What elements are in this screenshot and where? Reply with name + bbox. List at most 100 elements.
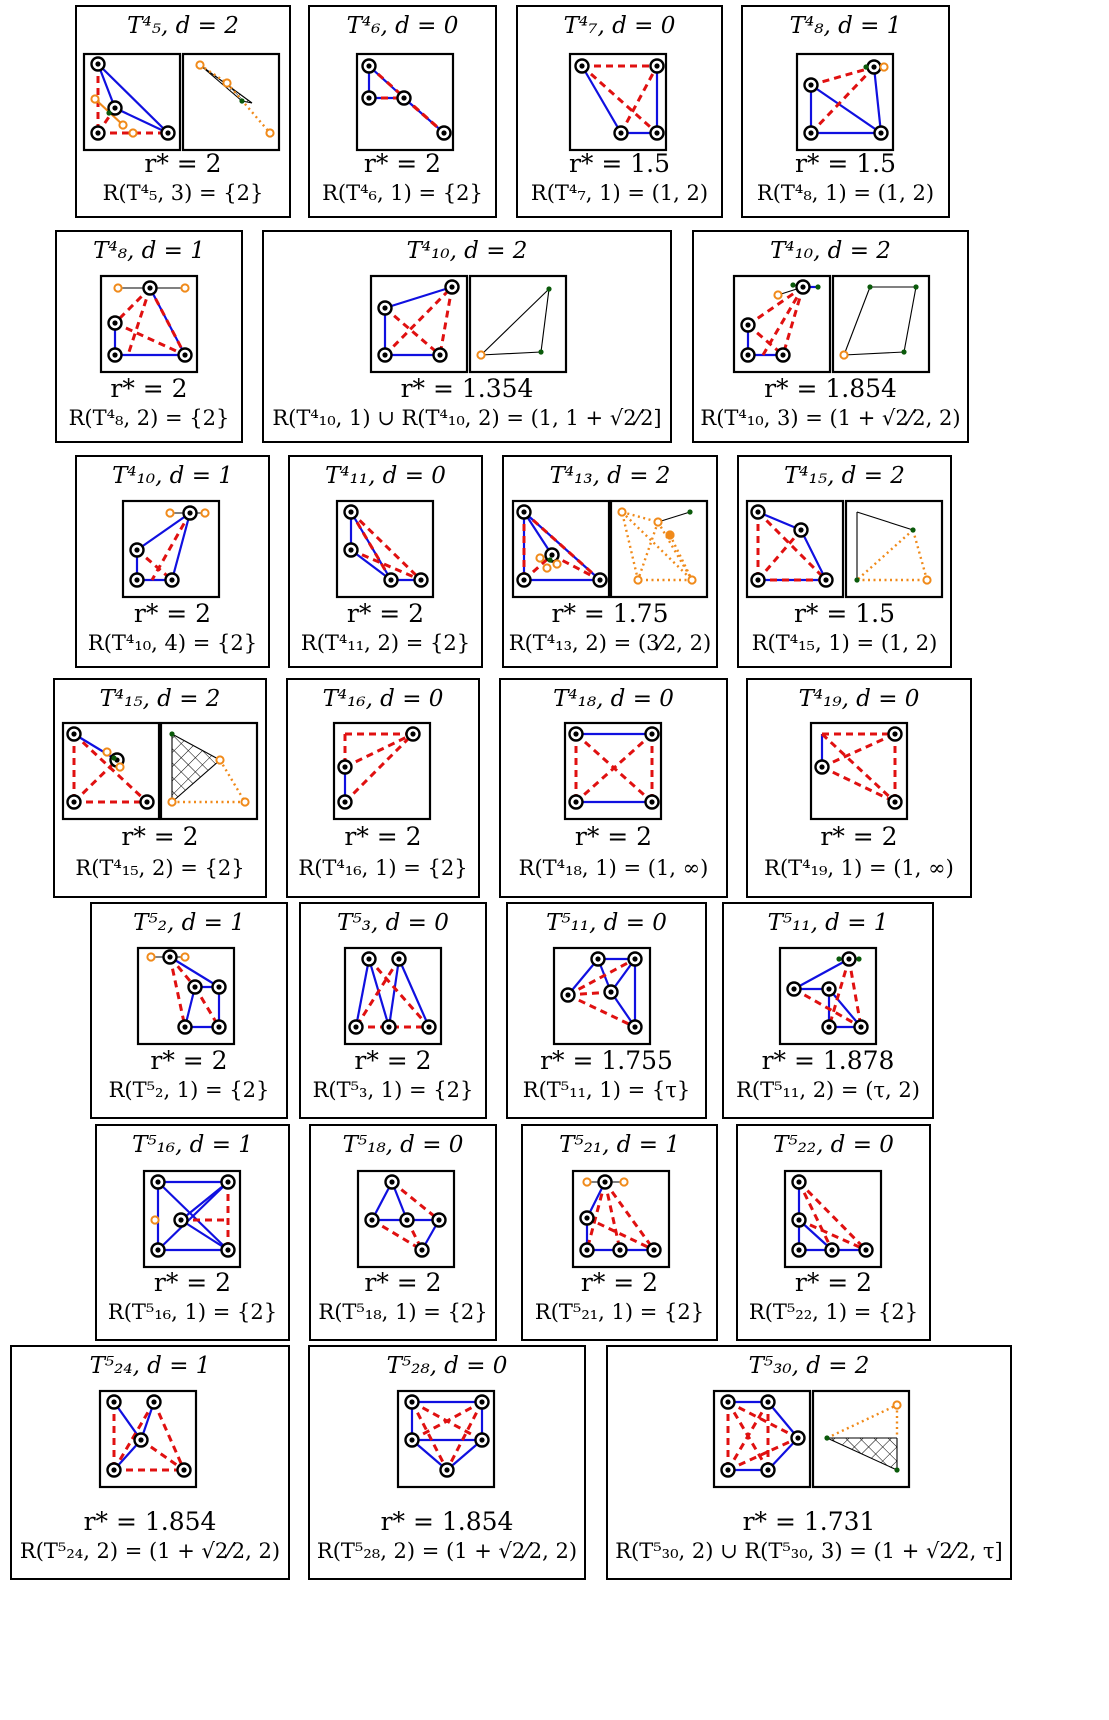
- dashed-edge: [350, 548, 422, 582]
- vertex-dot: [565, 992, 571, 998]
- vertex-dot: [382, 305, 388, 311]
- vertex-dot: [654, 63, 660, 69]
- vertex-dot: [178, 1217, 184, 1223]
- thin-edge: [843, 351, 905, 356]
- dashed-edge: [727, 1436, 799, 1472]
- dashed-edge: [797, 1180, 868, 1252]
- vertex-dot: [632, 956, 638, 962]
- dashed-edge: [152, 1401, 186, 1471]
- dashed-edge: [344, 732, 414, 769]
- solid-edge: [114, 107, 169, 134]
- cell-title: T⁴₁₅, d = 2: [784, 463, 905, 489]
- orange-vertex: [922, 575, 932, 585]
- thin-edge: [171, 733, 221, 761]
- vertex-dot: [95, 130, 101, 136]
- cell-title: T⁴₆, d = 0: [346, 13, 459, 39]
- vertex-dot: [342, 799, 348, 805]
- solid-edge: [757, 510, 802, 532]
- vertex-dot: [401, 95, 407, 101]
- region-panel: [159, 721, 259, 821]
- r-set-formula: R(T⁵₁₈, 1) = {2}: [318, 1300, 488, 1324]
- vertex-dot: [426, 1024, 432, 1030]
- r-set-formula: R(T⁴₁₈, 1) = (1, ∞): [518, 856, 709, 880]
- graph-panel: [568, 52, 668, 152]
- solid-edge: [180, 1219, 229, 1251]
- orange-vertex: [617, 507, 627, 517]
- r-set-formula: R(T⁴₈, 2) = {2}: [68, 406, 230, 430]
- green-dot: [538, 349, 544, 355]
- cell-title: T⁴₁₃, d = 2: [549, 463, 671, 489]
- vertex-dot: [584, 1215, 590, 1221]
- r-set-formula: R(T⁵₂₄, 2) = (1 + √2⁄2, 2): [19, 1539, 281, 1563]
- solid-edge: [810, 84, 882, 134]
- dashed-edge: [726, 1401, 770, 1471]
- r-set-formula: R(T⁴₆, 1) = {2}: [322, 181, 483, 205]
- solid-edge: [523, 511, 553, 556]
- vertex-dot: [147, 285, 153, 291]
- vertex-dot: [155, 1179, 161, 1185]
- dotted-edge: [620, 511, 640, 581]
- vertex-dot: [618, 130, 624, 136]
- vertex-dot: [878, 130, 884, 136]
- vertex-dot: [71, 731, 77, 737]
- graph-panel: [335, 499, 435, 599]
- vertex-dot: [138, 1437, 144, 1443]
- cell-title: T⁵₂₂, d = 0: [773, 1132, 894, 1158]
- vertex-dot: [436, 1217, 442, 1223]
- graph-panel: [99, 274, 199, 374]
- vertex-dot: [192, 984, 198, 990]
- region-panel: [181, 52, 281, 152]
- vertex-dot: [573, 799, 579, 805]
- vertex-dot: [409, 1437, 415, 1443]
- r-star-value: r* = 2: [121, 822, 199, 851]
- orange-vertex: [582, 1177, 592, 1187]
- vertex-dot: [182, 1024, 188, 1030]
- dashed-edge: [821, 765, 896, 804]
- dashed-edge: [113, 286, 152, 325]
- vertex-dot: [808, 130, 814, 136]
- r-set-formula: R(T⁴₁₁, 2) = {2}: [300, 631, 471, 655]
- r-star-value: r* = 2: [110, 374, 188, 403]
- vertex-dot: [798, 527, 804, 533]
- vertex-dot: [386, 1024, 392, 1030]
- solid-edge: [872, 66, 883, 134]
- vertex-dot: [819, 764, 825, 770]
- solid-edge: [73, 733, 118, 761]
- orange-vertex: [167, 797, 177, 807]
- solid-edge: [828, 988, 862, 1028]
- green-dot: [910, 527, 916, 533]
- graph-panel: [511, 499, 611, 599]
- green-dot: [239, 98, 245, 104]
- cell-title: T⁴₁₉, d = 0: [798, 686, 920, 712]
- vertex-dot: [348, 509, 354, 515]
- vertex-dot: [388, 577, 394, 583]
- dashed-edge: [619, 65, 659, 134]
- vertex-dot: [755, 577, 761, 583]
- solid-edge: [767, 1401, 799, 1439]
- vertex-dot: [182, 352, 188, 358]
- vertex-dot: [187, 510, 193, 516]
- dashed-edge: [793, 987, 862, 1029]
- green-dot: [169, 731, 175, 737]
- dashed-edge: [756, 529, 803, 581]
- graph-panel: [369, 274, 469, 374]
- dashed-edge: [574, 732, 654, 804]
- dashed-edge: [371, 1218, 423, 1252]
- thin-edge: [171, 759, 221, 803]
- green-dot: [687, 509, 693, 515]
- orange-vertex: [552, 559, 562, 569]
- cell-title: T⁵₂₄, d = 1: [89, 1353, 211, 1379]
- r-set-formula: R(T⁵₁₁, 2) = (τ, 2): [736, 1078, 920, 1102]
- vertex-dot: [800, 284, 806, 290]
- dashed-edge: [522, 510, 602, 582]
- dashed-edge: [349, 511, 393, 581]
- graph-panel: [795, 52, 895, 152]
- vertex-dot: [410, 731, 416, 737]
- solid-edge: [567, 958, 599, 996]
- thin-edge: [480, 288, 550, 356]
